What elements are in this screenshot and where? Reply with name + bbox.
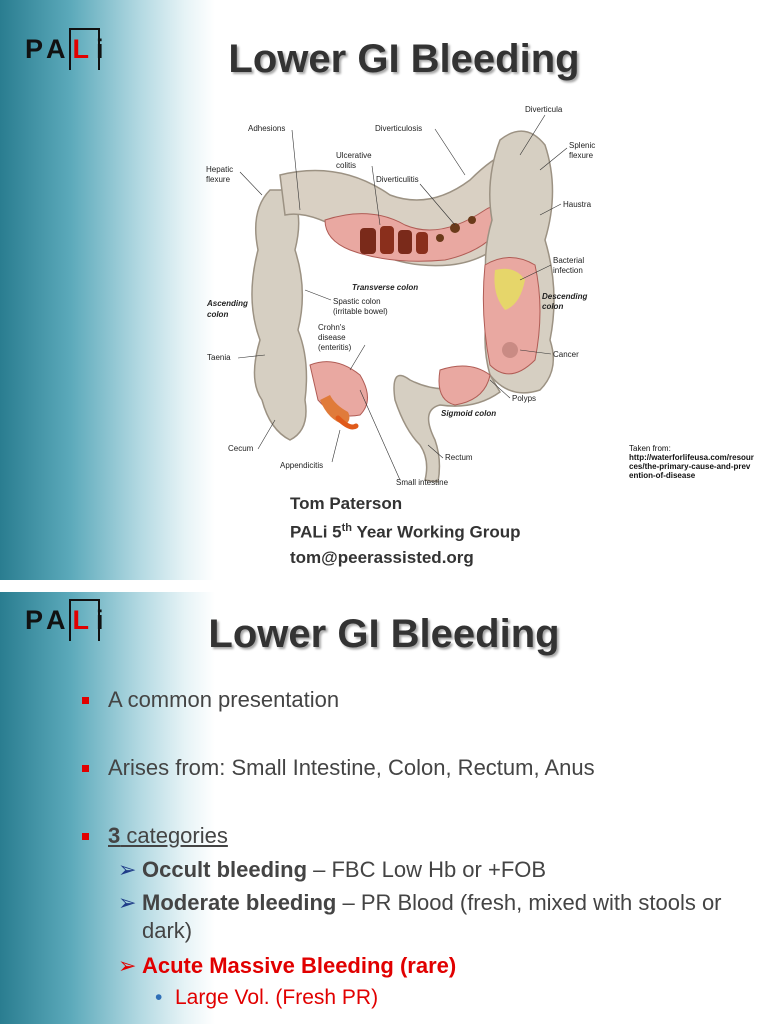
label-splenic: Splenic	[569, 141, 595, 150]
label-diverticulosis: Diverticulosis	[375, 124, 422, 133]
label-flexure-r: flexure	[569, 151, 594, 160]
sub-bullet-item: ➢ Occult bleeding – FBC Low Hb or +FOB	[118, 856, 738, 884]
slide-title: Lower GI Bleeding	[228, 37, 580, 81]
slide-2	[0, 592, 768, 1024]
author-name: Tom Paterson	[290, 494, 403, 513]
sub-sub-bullet-item: • Large Vol. (Fresh PR)	[155, 986, 378, 1010]
red-square-bullet-icon	[82, 765, 89, 772]
label-ascending-colon: colon	[207, 310, 228, 319]
slide-title-2: Lower GI Bleeding	[208, 612, 560, 656]
group-suffix: Year Working Group	[352, 522, 521, 542]
red-square-bullet-icon	[82, 697, 89, 704]
logo-letter: A	[46, 605, 69, 635]
sub-bullet-text: Occult bleeding – FBC Low Hb or +FOB	[142, 856, 738, 884]
sub-bullet-rest: – FBC Low Hb or +FOB	[307, 857, 547, 882]
pali-logo-2: P A L i	[25, 599, 107, 641]
label-bacterial: Bacterial	[553, 256, 584, 265]
label-descending-colon: colon	[542, 302, 563, 311]
sub-bullet-bold: Acute Massive Bleeding (rare)	[142, 953, 457, 978]
logo-letter: L	[68, 599, 100, 641]
group-prefix: PALi 5	[290, 522, 342, 542]
sub-bullet-item: ➢ Acute Massive Bleeding (rare)	[118, 952, 738, 980]
source-url: http://waterforlifeusa.com/resources/the…	[629, 453, 754, 480]
label-diverticula: Diverticula	[525, 105, 563, 114]
label-cancer: Cancer	[553, 350, 579, 359]
label-flexure-l: flexure	[206, 175, 231, 184]
label-rectum: Rectum	[445, 453, 473, 462]
sub-bullet-rest: – PR Blood (fresh, mixed with stools or …	[142, 890, 722, 943]
label-crohns: Crohn's	[318, 323, 345, 332]
label-irritable: (irritable bowel)	[333, 307, 388, 316]
bullet-item: 3 categories	[80, 823, 740, 849]
logo-letter: P	[25, 605, 47, 635]
bullet-item: Arises from: Small Intestine, Colon, Rec…	[80, 755, 740, 781]
label-haustra: Haustra	[563, 200, 592, 209]
dot-bullet-icon: •	[155, 986, 163, 1009]
sub-bullet-bold: Occult bleeding	[142, 857, 308, 882]
label-sigmoid: Sigmoid colon	[441, 409, 496, 418]
sub-bullet-text: Acute Massive Bleeding (rare)	[142, 952, 738, 980]
bullet-item: A common presentation	[80, 687, 740, 713]
sub-bullet-text: Moderate bleeding – PR Blood (fresh, mix…	[142, 889, 738, 945]
label-cecum: Cecum	[228, 444, 254, 453]
source-heading: Taken from:	[629, 444, 671, 453]
logo-letter: P	[25, 34, 47, 64]
label-ascending: Ascending	[206, 299, 248, 308]
label-spastic: Spastic colon	[333, 297, 381, 306]
category-count: 3	[108, 823, 121, 848]
group-sup: th	[341, 522, 353, 534]
label-taenia: Taenia	[207, 353, 231, 362]
label-disease: disease	[318, 333, 346, 342]
label-small-intestine: Small intestine	[396, 478, 449, 487]
colon-diagram: Adhesions Diverticulosis Diverticula Spl…	[200, 100, 620, 495]
image-source: Taken from: http://waterforlifeusa.com/r…	[629, 444, 754, 480]
label-adhesions: Adhesions	[248, 124, 285, 133]
bullet-text: 3 categories	[108, 823, 740, 849]
logo-letter: L	[68, 28, 100, 70]
bullet-text: Arises from: Small Intestine, Colon, Rec…	[108, 755, 595, 780]
label-ulcerative: Ulcerative	[336, 151, 372, 160]
sub-bullet-item: ➢ Moderate bleeding – PR Blood (fresh, m…	[118, 889, 738, 945]
logo-letter: A	[46, 34, 69, 64]
label-colitis: colitis	[336, 161, 356, 170]
arrowhead-bullet-icon: ➢	[118, 857, 137, 882]
label-descending: Descending	[542, 292, 587, 301]
label-infection: infection	[553, 266, 583, 275]
pali-logo: P A L i	[25, 28, 107, 70]
logo-letter: i	[96, 34, 107, 64]
sub-bullet-bold: Moderate bleeding	[142, 890, 337, 915]
slide-1: P A L i Lower GI Bleeding	[0, 0, 768, 580]
author-block: Tom Paterson PALi 5th Year Working Group…	[290, 491, 521, 570]
label-polyps: Polyps	[512, 394, 536, 403]
author-group: PALi 5th Year Working Group	[290, 516, 521, 545]
sub-sub-bullet-text: Large Vol. (Fresh PR)	[175, 986, 379, 1009]
arrowhead-bullet-icon: ➢	[118, 953, 137, 978]
red-square-bullet-icon	[82, 833, 89, 840]
label-hepatic: Hepatic	[206, 165, 233, 174]
colon-illustration	[251, 130, 555, 483]
label-diverticulitis: Diverticulitis	[376, 175, 419, 184]
label-enteritis: (enteritis)	[318, 343, 352, 352]
logo-letter: i	[96, 605, 107, 635]
label-appendicitis: Appendicitis	[280, 461, 323, 470]
category-label: categories	[120, 823, 228, 848]
arrowhead-bullet-icon: ➢	[118, 890, 137, 915]
author-email: tom@peerassisted.org	[290, 547, 474, 567]
label-transverse: Transverse colon	[352, 283, 418, 292]
bullet-text: A common presentation	[108, 687, 340, 712]
